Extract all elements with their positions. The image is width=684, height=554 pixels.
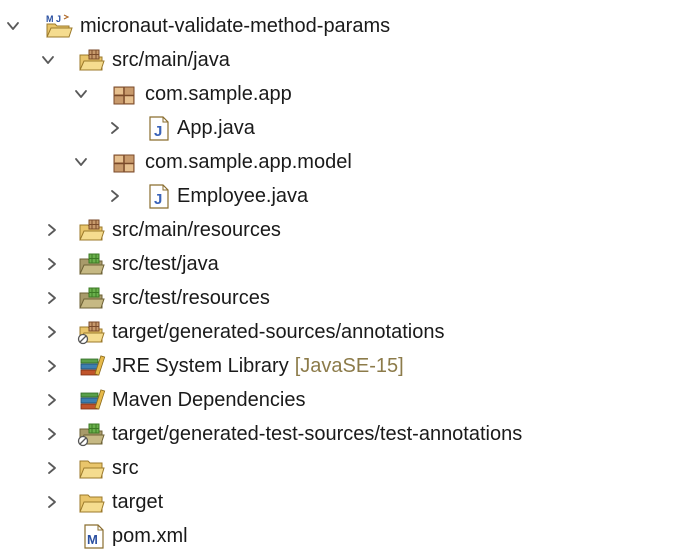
svg-text:J: J — [154, 123, 162, 140]
chevron-down-icon[interactable] — [71, 145, 91, 179]
java-file-icon: J — [142, 179, 172, 213]
chevron-down-icon[interactable] — [71, 77, 91, 111]
generated-test-source-folder-icon — [75, 417, 105, 451]
svg-text:J: J — [154, 191, 162, 208]
chevron-right-icon[interactable] — [42, 349, 62, 383]
library-icon — [75, 349, 106, 383]
tree-item-pom-xml[interactable]: M pom.xml — [0, 519, 684, 553]
tree-item-file-app-java[interactable]: J App.java — [0, 111, 684, 145]
tree-item-package-com-sample-app[interactable]: com.sample.app — [0, 77, 684, 111]
tree-item-label: target/generated-sources/annotations — [112, 321, 445, 343]
chevron-right-icon[interactable] — [105, 111, 125, 145]
tree-item-label: src/test/java — [112, 253, 219, 275]
folder-icon — [75, 485, 105, 519]
maven-pom-file-icon: M — [77, 519, 107, 553]
project-name: micronaut-validate-method-params — [80, 15, 391, 37]
chevron-right-icon[interactable] — [42, 485, 62, 519]
tree-item-package-com-sample-app-model[interactable]: com.sample.app.model — [0, 145, 684, 179]
tree-item-target-generated-sources-annotations[interactable]: target/generated-sources/annotations — [0, 315, 684, 349]
chevron-right-icon[interactable] — [42, 315, 62, 349]
library-icon — [75, 383, 106, 417]
library-name: JRE System Library — [112, 355, 289, 377]
tree-item-label: pom.xml — [112, 525, 188, 547]
tree-item-label: target — [112, 491, 164, 513]
svg-text:M: M — [87, 532, 98, 547]
test-source-folder-icon — [75, 247, 105, 281]
tree-item-project[interactable]: M J micronaut-validate-method-params — [0, 9, 684, 43]
package-icon — [108, 77, 138, 111]
tree-item-label: Maven Dependencies — [112, 389, 306, 411]
svg-text:J: J — [56, 14, 61, 24]
tree-item-src[interactable]: src — [0, 451, 684, 485]
chevron-right-icon[interactable] — [42, 383, 62, 417]
tree-item-label: src/test/resources — [112, 287, 270, 309]
tree-item-src-test-java[interactable]: src/test/java — [0, 247, 684, 281]
java-file-icon: J — [142, 111, 172, 145]
tree-item-maven-dependencies[interactable]: Maven Dependencies — [0, 383, 684, 417]
chevron-down-icon[interactable] — [38, 43, 58, 77]
tree-item-label: src/main/java — [112, 49, 230, 71]
chevron-right-icon[interactable] — [42, 247, 62, 281]
generated-source-folder-icon — [75, 315, 105, 349]
tree-item-label: src/main/resources — [112, 219, 281, 241]
source-folder-icon — [75, 43, 105, 77]
tree-item-label: com.sample.app — [145, 83, 292, 105]
chevron-right-icon[interactable] — [42, 451, 62, 485]
tree-item-src-main-resources[interactable]: src/main/resources — [0, 213, 684, 247]
tree-item-label: JRE System Library[JavaSE-15] — [112, 349, 404, 383]
chevron-right-icon[interactable] — [42, 417, 62, 451]
tree-item-label: com.sample.app.model — [145, 151, 352, 173]
tree-item-label: target/generated-test-sources/test-annot… — [112, 423, 523, 445]
chevron-right-icon[interactable] — [42, 213, 62, 247]
tree-item-label: src — [112, 457, 139, 479]
package-icon — [108, 145, 138, 179]
tree-item-label: App.java — [177, 117, 255, 139]
folder-icon — [75, 451, 105, 485]
maven-java-project-icon: M J — [43, 9, 73, 43]
chevron-right-icon[interactable] — [105, 179, 125, 213]
tree-item-src-main-java[interactable]: src/main/java — [0, 43, 684, 77]
tree-item-src-test-resources[interactable]: src/test/resources — [0, 281, 684, 315]
source-folder-icon — [75, 213, 105, 247]
tree-item-target[interactable]: target — [0, 485, 684, 519]
tree-item-file-employee-java[interactable]: J Employee.java — [0, 179, 684, 213]
tree-item-label: Employee.java — [177, 185, 309, 207]
test-source-folder-icon — [75, 281, 105, 315]
chevron-down-icon[interactable] — [3, 9, 23, 43]
tree-item-target-generated-test-sources[interactable]: target/generated-test-sources/test-annot… — [0, 417, 684, 451]
svg-text:M: M — [46, 14, 54, 24]
chevron-right-icon[interactable] — [42, 281, 62, 315]
jre-version-decoration: [JavaSE-15] — [294, 355, 404, 377]
tree-item-jre-system-library[interactable]: JRE System Library[JavaSE-15] — [0, 349, 684, 383]
